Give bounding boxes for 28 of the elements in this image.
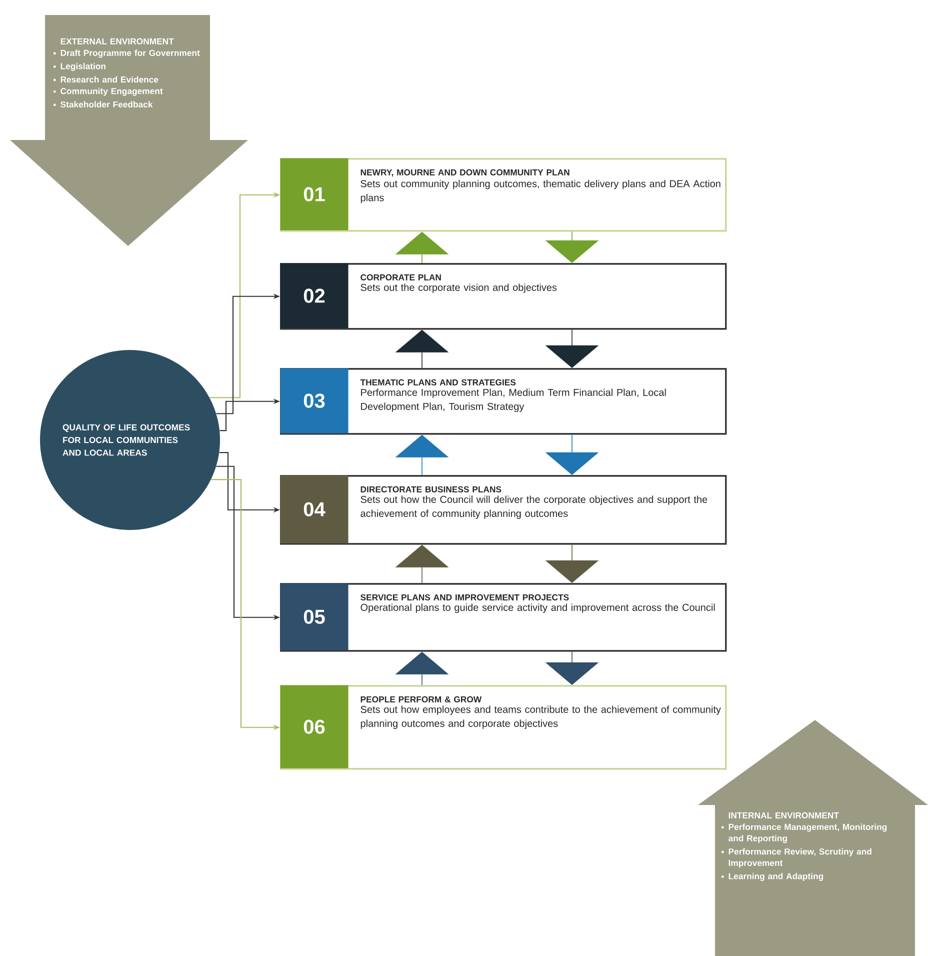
number-badge: 05: [280, 583, 348, 650]
box-heading: PEOPLE PERFORM & GROW: [360, 696, 482, 702]
number-badge: 04: [280, 475, 348, 544]
number-badge: 02: [280, 263, 348, 328]
bullet-item: Draft Programme for Government: [53, 50, 200, 58]
arrow-heading: INTERNAL ENVIRONMENT: [728, 812, 839, 818]
number-badge: 06: [280, 685, 348, 768]
number-badge: 03: [280, 368, 348, 434]
bullet-item: Performance Management, Monitoring and Reporting: [721, 824, 887, 844]
box-description: Sets out community planning outcomes, thematic delivery plans and DEA Action plans: [360, 180, 720, 204]
box-description: Sets out how the Council will deliver the corporate objectives and support the achievement of community planning outcomes: [360, 496, 708, 519]
box-description: Sets out how employees and teams contribute to the achievement of community planning outcomes and corporate objectives: [360, 706, 721, 729]
box-heading: SERVICE PLANS AND IMPROVEMENT PROJECTS: [360, 594, 569, 600]
bullet-item: Stakeholder Feedback: [53, 101, 153, 108]
number-badge: 01: [280, 158, 348, 230]
box-description: Operational plans to guide service activity and improvement across the Council: [360, 604, 715, 613]
box-description: Performance Improvement Plan, Medium Term Financial Plan, Local Development Plan, Tourism Strategy: [361, 388, 666, 412]
bullet-item: Legislation: [53, 62, 106, 72]
bullet-item: Community Engagement: [53, 88, 163, 96]
arrow-heading: EXTERNAL ENVIRONMENT: [60, 38, 174, 44]
bullet-item: Research and Evidence: [53, 76, 158, 83]
bullet-item: Performance Review, Scrutiny and Improvement: [721, 848, 872, 868]
box-heading: CORPORATE PLAN: [360, 274, 441, 280]
box-description: Sets out the corporate vision and objectives: [360, 284, 557, 293]
bullet-item: Learning and Adapting: [721, 872, 824, 881]
box-heading: NEWRY, MOURNE AND DOWN COMMUNITY PLAN: [360, 169, 570, 177]
box-heading: DIRECTORATE BUSINESS PLANS: [360, 486, 502, 492]
box-heading: THEMATIC PLANS AND STRATEGIES: [360, 379, 516, 386]
